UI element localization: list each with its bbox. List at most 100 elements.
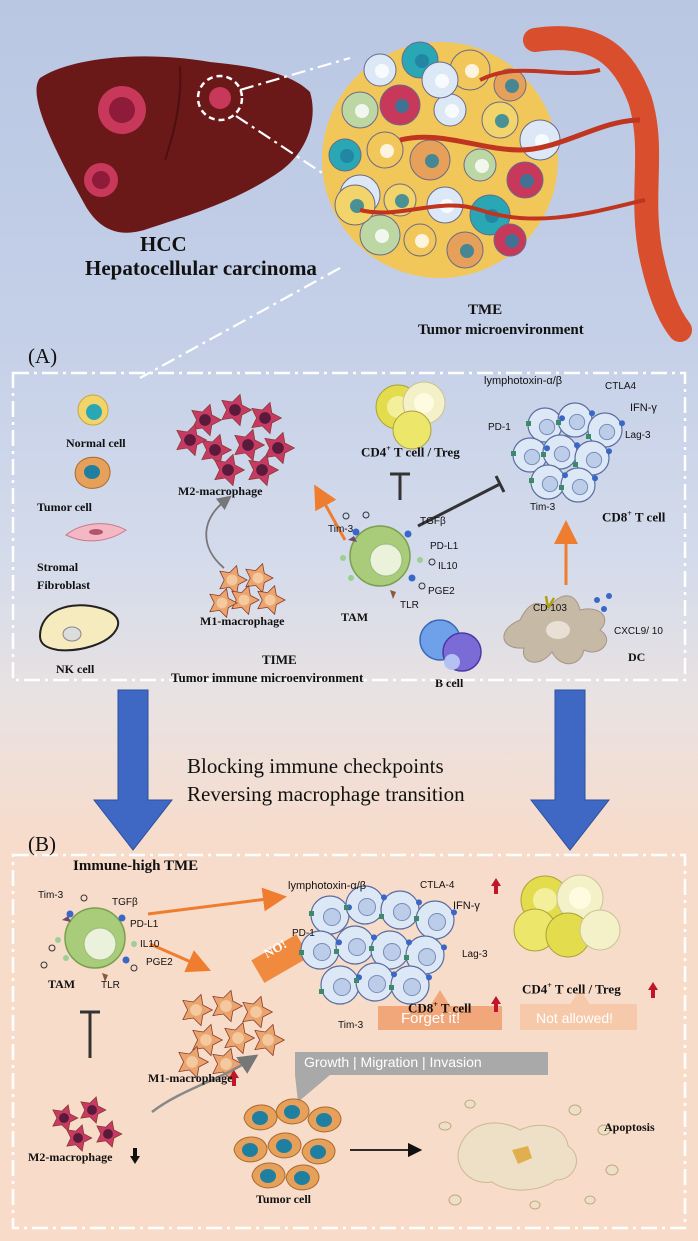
liver-illustration — [36, 56, 313, 233]
m1-b-label: M1-macrophage — [148, 1071, 233, 1085]
tumor-cell-label: Tumor cell — [37, 500, 93, 514]
time-full-label: Tumor immune microenvironment — [171, 670, 364, 685]
cxcl-label: CXCL9/ 10 — [614, 626, 663, 637]
tlr-label: TLR — [400, 600, 419, 611]
stromal-label: Stromal — [37, 560, 79, 574]
cd8-label-b: CD8+ T cell — [408, 1000, 472, 1016]
tme-label: TME — [468, 302, 503, 318]
tme-cell-cluster — [322, 26, 692, 342]
lag3-b-label: Lag-3 — [462, 949, 488, 960]
cd4-treg-cells-b — [513, 874, 621, 958]
m1-label: M1-macrophage — [200, 614, 285, 628]
tam-to-m2-arrow — [314, 484, 347, 541]
forget-text: Forget it! — [401, 1010, 461, 1027]
tumor-cell-b-label: Tumor cell — [256, 1192, 312, 1206]
tgfb-label: TGFβ — [420, 516, 446, 527]
il10-label: IL10 — [438, 561, 458, 572]
fibroblast-icon — [65, 523, 127, 542]
time-label: TIME — [262, 652, 297, 667]
nk-cell-icon — [38, 604, 120, 652]
dc-label: DC — [628, 650, 646, 664]
tim3-b-label: Tim-3 — [38, 890, 64, 901]
m2-macrophage-cluster — [176, 393, 296, 487]
tam-label: TAM — [341, 610, 369, 624]
m2-b-label: M2-macrophage — [28, 1150, 113, 1164]
fibroblast-label: Fibroblast — [37, 578, 91, 592]
tam-to-m1-arrow — [149, 942, 211, 973]
growth-callout — [295, 1052, 548, 1102]
normal-cell-icon — [77, 394, 109, 426]
lymphotoxin-b-label: lymphotoxin-α/β — [288, 880, 367, 892]
blood-vessel — [523, 26, 692, 342]
not-allowed-text: Not allowed! — [536, 1010, 614, 1026]
panel-a-frame — [11, 371, 687, 682]
tlr-b-label: TLR — [101, 980, 120, 991]
pge2-label: PGE2 — [428, 586, 455, 597]
zoom-circle — [196, 74, 244, 122]
liver-tumor — [209, 87, 231, 109]
no-banner — [251, 934, 310, 983]
middle-line1: Blocking immune checkpoints — [187, 754, 444, 778]
tim3-label: Tim-3 — [328, 524, 354, 535]
cd8-tcell-cluster-b — [299, 885, 457, 1005]
il10-b-label: IL10 — [140, 939, 160, 950]
panel-b-title: Immune-high TME — [73, 858, 199, 874]
ctla4-b-label: CTLA-4 — [420, 880, 455, 891]
m1-macrophage-cluster — [209, 562, 286, 619]
panel-b-label: (B) — [28, 832, 56, 856]
decrease-arrow — [130, 1148, 140, 1164]
cd103-label: CD 103 — [533, 603, 567, 614]
pdl1-label: PD-L1 — [430, 541, 459, 552]
tam-to-cd8-arrow — [147, 887, 287, 916]
b-cell — [419, 619, 482, 672]
ifn-label: IFN-γ — [630, 402, 657, 414]
panel-a-label: (A) — [28, 344, 58, 368]
increase-arrows — [229, 878, 658, 1086]
pge2-b-label: PGE2 — [146, 957, 173, 968]
hcc-full-label: Hepatocellular carcinoma — [85, 256, 317, 280]
m2-to-m1-arrow — [151, 1054, 259, 1113]
forget-callout — [378, 990, 502, 1030]
ifn-b-label: IFN-γ — [453, 900, 480, 912]
tim3-tcell-b-label: Tim-3 — [338, 1020, 364, 1031]
tgfb-b-label: TGFβ — [112, 897, 138, 908]
m2-label: M2-macrophage — [178, 484, 263, 498]
tim3-tcell-label: Tim-3 — [530, 502, 556, 513]
pdl1-b-label: PD-L1 — [130, 919, 159, 930]
m2-macrophage-cluster-b — [52, 1096, 123, 1152]
nk-cell-label: NK cell — [56, 662, 95, 676]
cd4-treg-label-b: CD4+ T cell / Treg — [522, 981, 621, 997]
m1-to-m2-arrow — [205, 495, 232, 569]
cd8-tcell-cluster — [511, 402, 625, 503]
tam-cell — [340, 511, 436, 599]
normal-cell-label: Normal cell — [66, 436, 126, 450]
tam-b-label: TAM — [48, 977, 76, 991]
apoptosis-label: Apoptosis — [604, 1120, 655, 1134]
m1-macrophage-cluster-b — [178, 989, 286, 1081]
right-blue-arrow — [529, 689, 611, 851]
middle-line2: Reversing macrophage transition — [187, 782, 465, 806]
b-cell-label: B cell — [435, 676, 464, 690]
lag3-label: Lag-3 — [625, 430, 651, 441]
lymphotoxin-label: lymphotoxin-α/β — [484, 375, 563, 387]
cd4-treg-label-a: CD4+ T cell / Treg — [361, 444, 460, 460]
hcc-label: HCC — [140, 232, 187, 256]
inhibit-cd8 — [417, 482, 501, 528]
dendritic-cell — [503, 593, 612, 665]
apoptotic-bodies — [438, 1099, 619, 1210]
ctla4-label: CTLA4 — [605, 381, 637, 392]
tumor-cell-icon — [74, 456, 111, 489]
tumor-cell-cluster — [233, 1098, 342, 1191]
tam-cell-b — [40, 894, 138, 982]
left-blue-arrow — [92, 689, 174, 851]
pd1-b-label: PD-1 — [292, 928, 315, 939]
growth-text: Growth | Migration | Invasion — [304, 1054, 482, 1070]
cd8-label-a: CD8+ T cell — [602, 509, 666, 525]
pd1-label: PD-1 — [488, 422, 511, 433]
cd4-treg-cells — [375, 381, 446, 450]
tme-full-label: Tumor microenvironment — [418, 322, 584, 338]
apoptotic-cell — [457, 1122, 577, 1191]
not-allowed-callout — [520, 990, 637, 1030]
